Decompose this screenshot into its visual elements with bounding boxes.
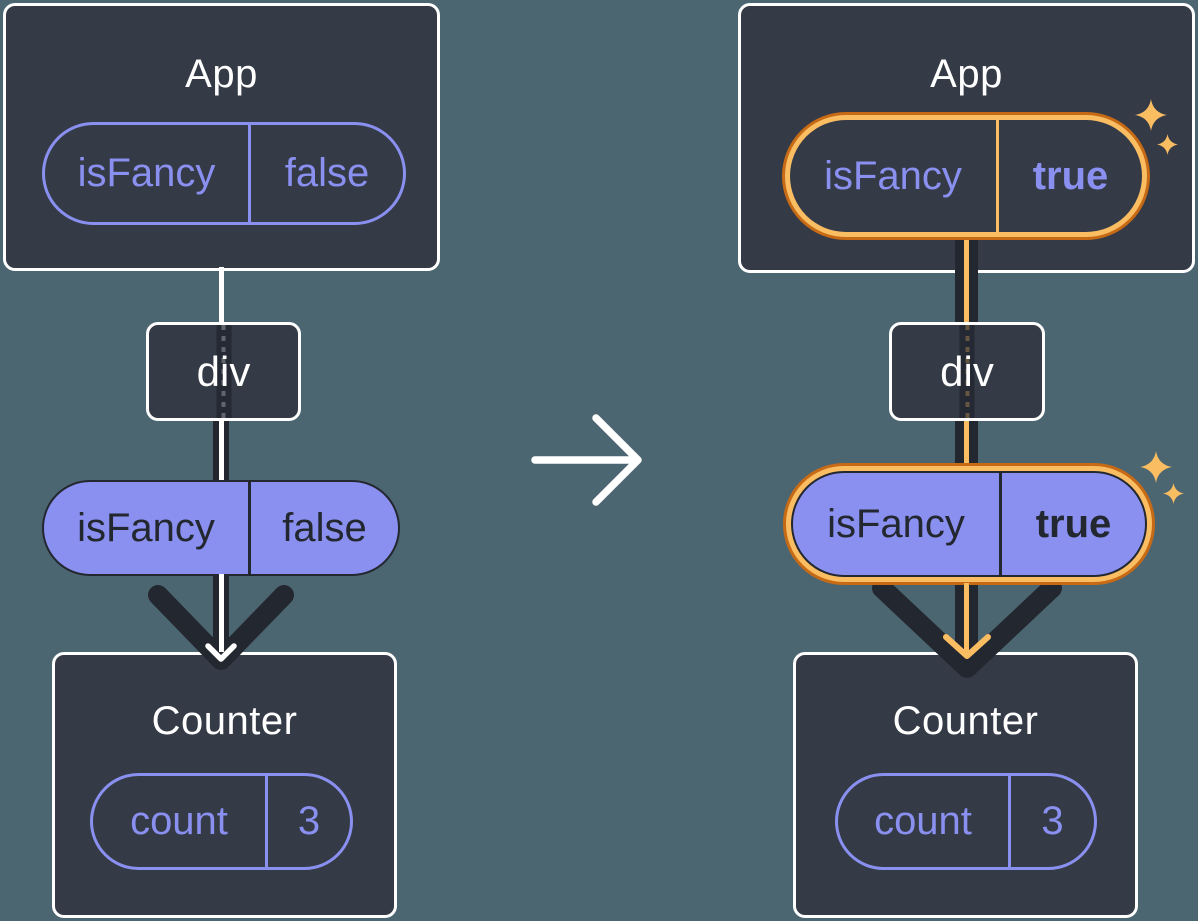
state-name: count (874, 799, 972, 843)
sparkle-icon (1157, 134, 1178, 155)
state-pill-count-after: count 3 (835, 773, 1097, 870)
arrow-right-icon (531, 414, 642, 506)
arrow-down-chevron (872, 578, 1062, 678)
sparkle-icon (1140, 451, 1172, 483)
app-title: App (185, 52, 258, 96)
counter-title: Counter (892, 699, 1039, 743)
div-label: div (196, 347, 251, 395)
arrow-shaft (964, 583, 969, 655)
sparkle-icon (1135, 99, 1167, 131)
state-pill-isfancy-before: isFancy false (42, 122, 406, 225)
state-name: isFancy (77, 151, 216, 195)
state-value: 3 (1008, 776, 1094, 867)
state-pill-isfancy-after: isFancy true (790, 120, 1142, 232)
app-title: App (930, 52, 1003, 96)
connector-div-pill (218, 419, 224, 482)
connector-div-pill (964, 419, 969, 474)
prop-value: false (248, 482, 398, 574)
prop-pill-isfancy-after: isFancy true (791, 471, 1147, 577)
state-value: 3 (265, 776, 350, 867)
state-value: true (996, 120, 1142, 232)
connector-through-stripe (959, 325, 975, 418)
sparkle-icon (1163, 483, 1184, 504)
arrow-down-icon (943, 634, 991, 659)
prop-pill-isfancy-after-highlight: isFancy true (783, 463, 1155, 585)
state-pill-count-before: count 3 (90, 773, 353, 870)
prop-value: true (999, 473, 1145, 575)
div-node-before: div (146, 322, 301, 421)
state-value: false (248, 125, 403, 222)
div-node-after: div (889, 322, 1045, 421)
counter-title: Counter (151, 699, 298, 743)
prop-name: isFancy (827, 501, 965, 546)
prop-pill-isfancy-before: isFancy false (42, 480, 400, 576)
div-label: div (940, 347, 994, 395)
connector-app-div (219, 267, 224, 325)
prop-name: isFancy (77, 505, 215, 550)
connector-through-stripe (216, 325, 231, 418)
state-name: count (130, 799, 228, 843)
arrow-down-icon (205, 643, 237, 662)
state-name: isFancy (824, 153, 962, 198)
state-pill-isfancy-after-highlight: isFancy true (782, 112, 1150, 240)
arrow-shaft (218, 574, 224, 652)
connector-app-div (964, 234, 969, 326)
